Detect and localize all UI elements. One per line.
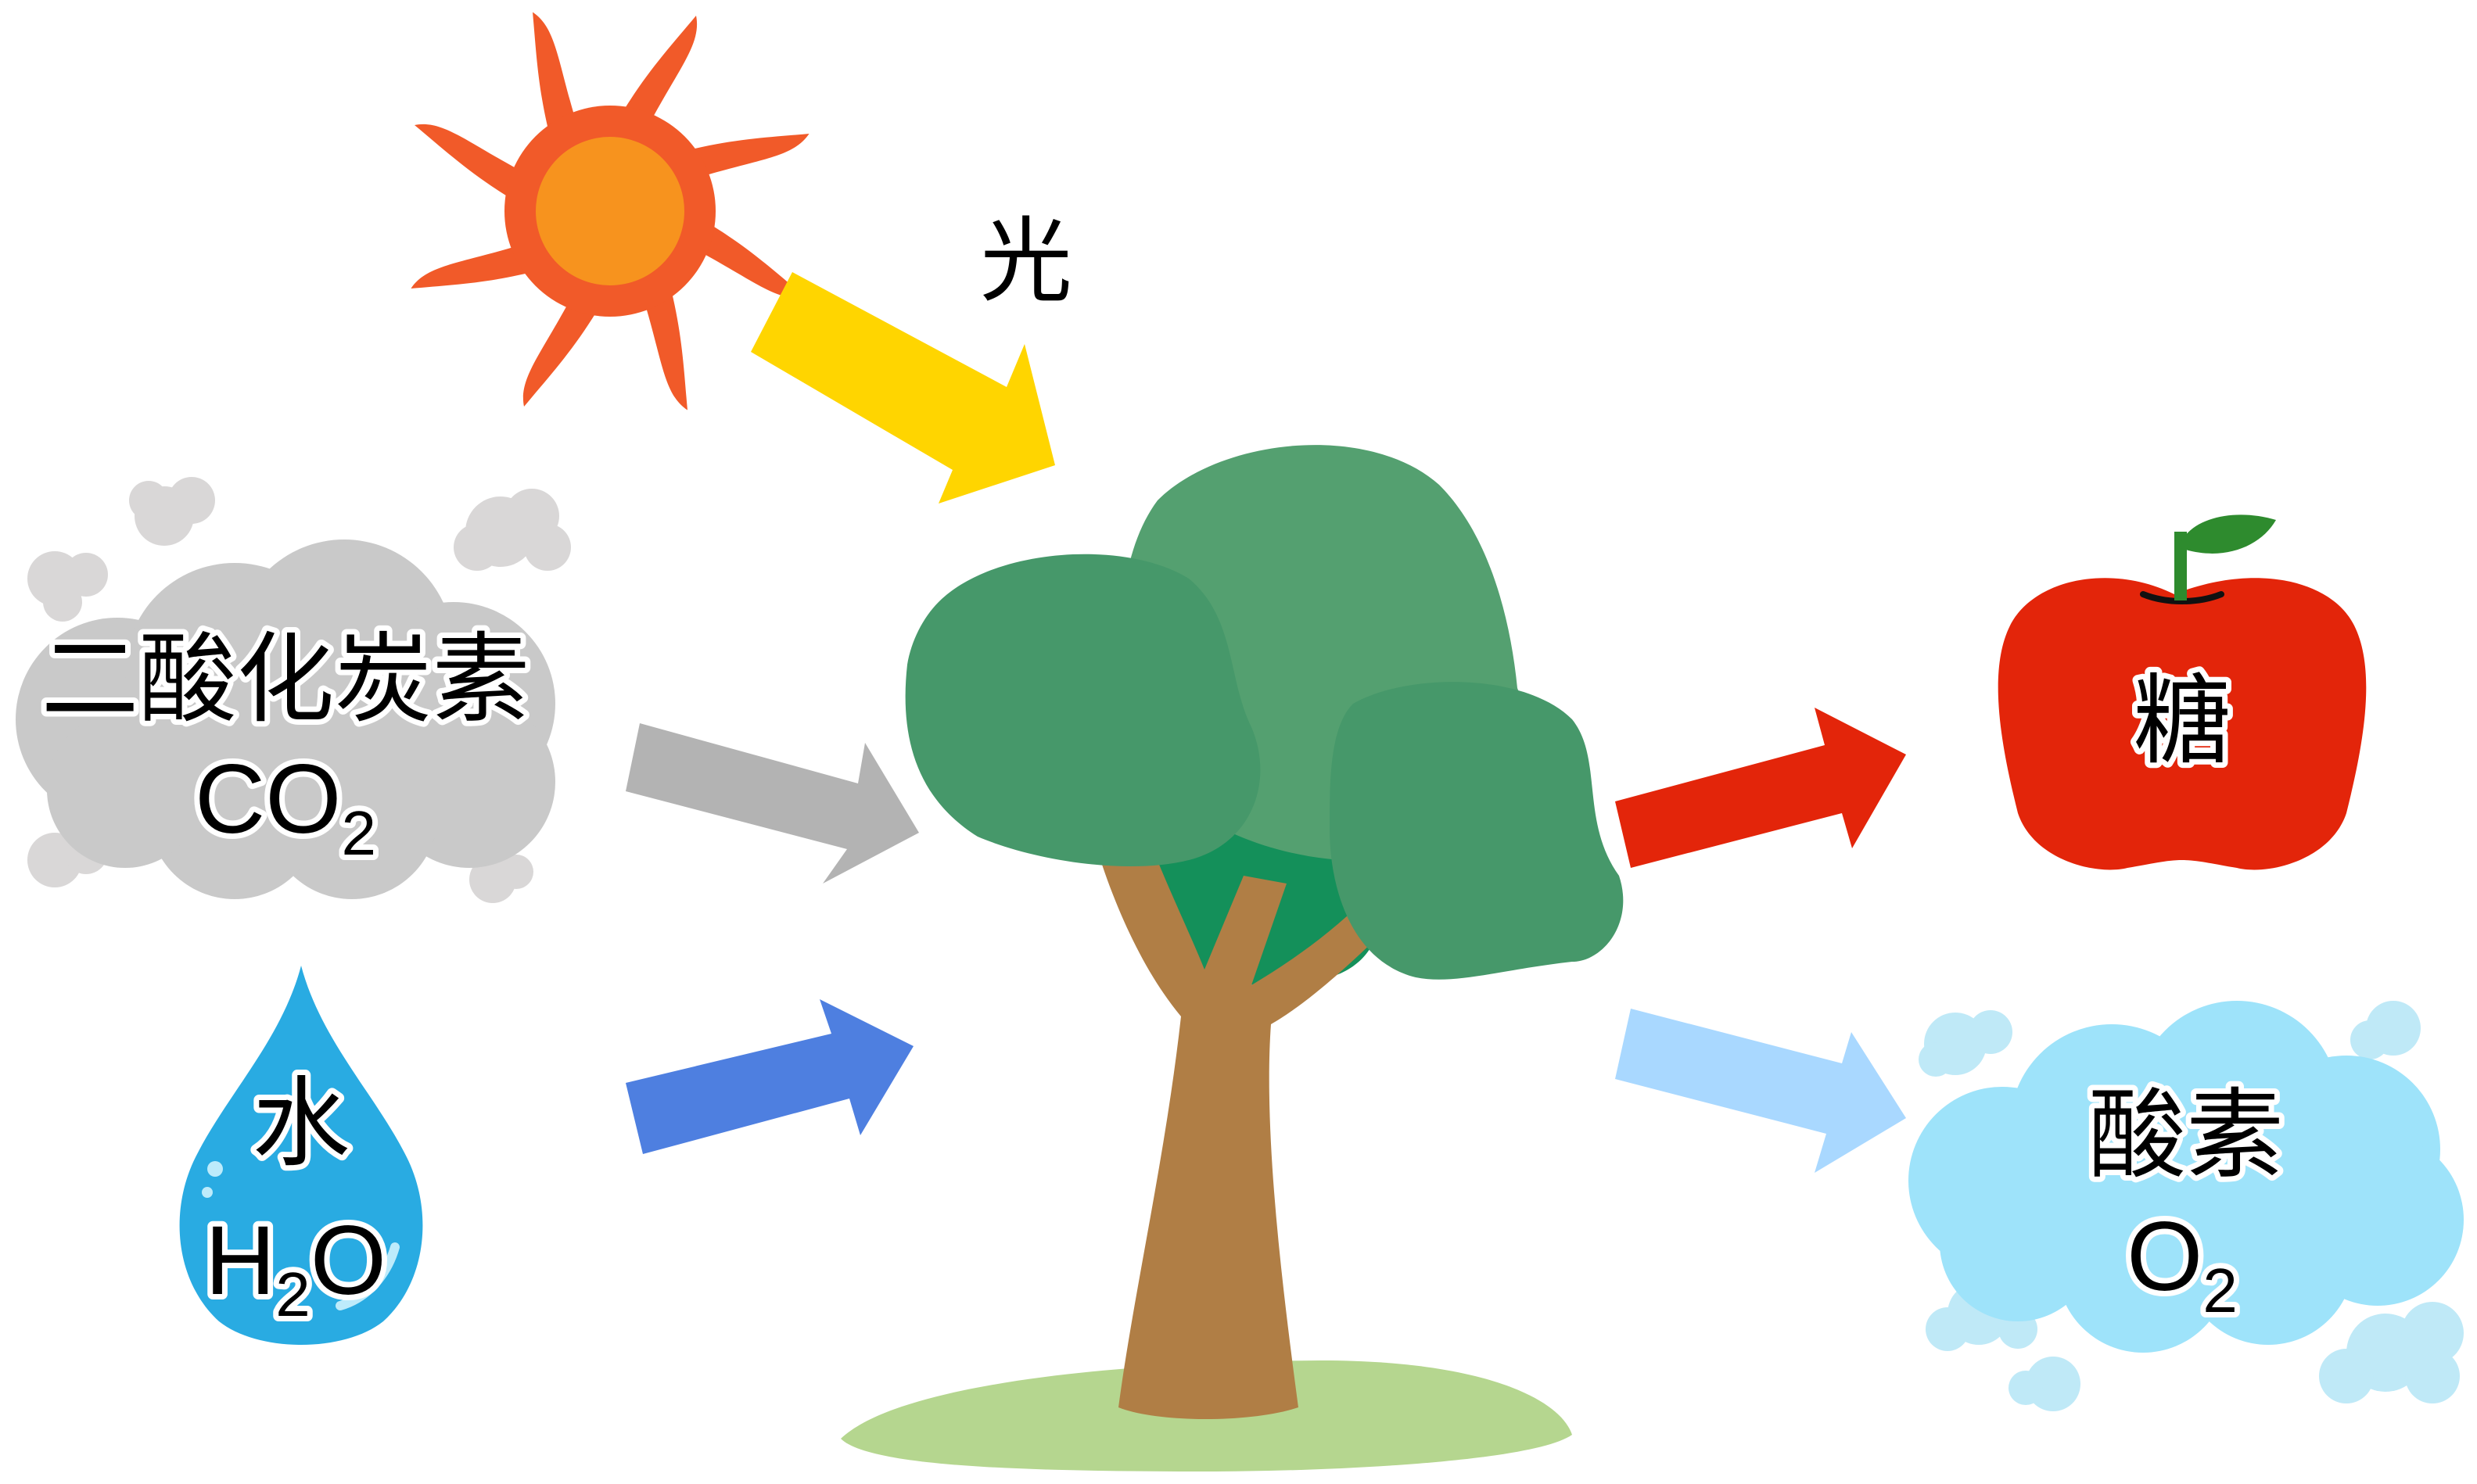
h2o-formula: H2O [205,1206,386,1329]
oxygen-cloud-icon [1908,1001,2464,1411]
light-arrow [751,272,1055,504]
sugar-arrow [1615,708,1906,868]
sun-icon [411,12,810,410]
apple-icon [1998,514,2367,870]
sugar-label: 糖 [2134,665,2231,778]
tree-icon [841,445,1624,1471]
light-label: 光 [980,207,1072,315]
oxygen-label: 酸素 [2088,1079,2284,1192]
water-arrow [626,999,914,1154]
o2-formula: O2 [2127,1203,2238,1325]
water-label: 水 [253,1067,350,1181]
water-drop-icon [179,966,423,1345]
co2-arrow [626,723,919,884]
co2-cloud-icon [16,477,571,903]
co2-formula: CO2 [195,745,376,868]
carbon-dioxide-label: 二酸化炭素 [41,623,530,737]
oxygen-arrow [1615,1009,1906,1173]
